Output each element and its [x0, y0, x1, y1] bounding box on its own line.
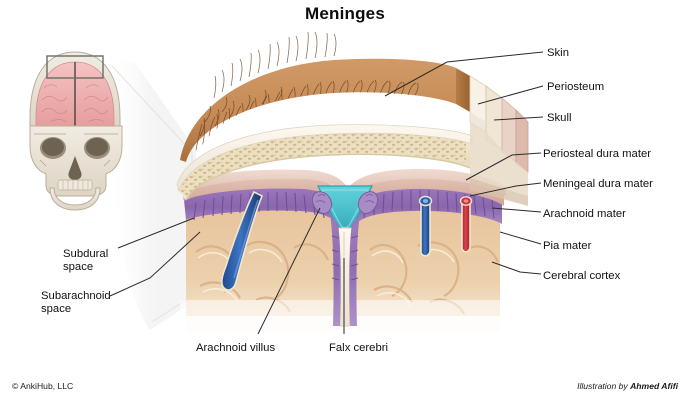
label-arachnoid-mater: Arachnoid mater — [543, 208, 626, 220]
label-periosteum: Periosteum — [547, 81, 605, 93]
illustration-credit: Illustration by Ahmed Afifi — [577, 381, 678, 391]
page-title: Meninges — [304, 4, 385, 23]
illustration-credit-prefix: Illustration by — [577, 381, 631, 391]
bridging-vein — [221, 190, 264, 291]
leader-lines — [109, 51, 544, 335]
label-pia-mater: Pia mater — [543, 240, 592, 252]
periosteal-dura-layer — [180, 168, 506, 196]
label-falx-cerebri: Falx cerebri — [329, 342, 389, 354]
cortical-vessels — [418, 195, 473, 257]
illustrator-name: Ahmed Afifi — [630, 381, 678, 391]
label-cerebral-cortex: Cerebral cortex — [543, 270, 621, 282]
layer-cut-edges — [469, 75, 529, 206]
label-skull: Skull — [547, 112, 572, 124]
label-skin: Skin — [547, 47, 569, 59]
label-subdural-space: Subdural space — [63, 248, 109, 273]
meningeal-dura-layer — [182, 176, 504, 206]
skull-brain-inset — [29, 51, 123, 211]
label-arachnoid-villus: Arachnoid villus — [196, 342, 276, 354]
label-meningeal-dura-mater: Meningeal dura mater — [543, 178, 653, 190]
label-subarachnoid-space: Subarachnoid space — [41, 290, 111, 315]
label-periosteal-dura-mater: Periosteal dura mater — [543, 148, 651, 160]
arachnoid-villus — [311, 191, 379, 214]
copyright-notice: © AnkiHub, LLC — [12, 381, 74, 391]
falx-cerebri — [330, 214, 360, 327]
